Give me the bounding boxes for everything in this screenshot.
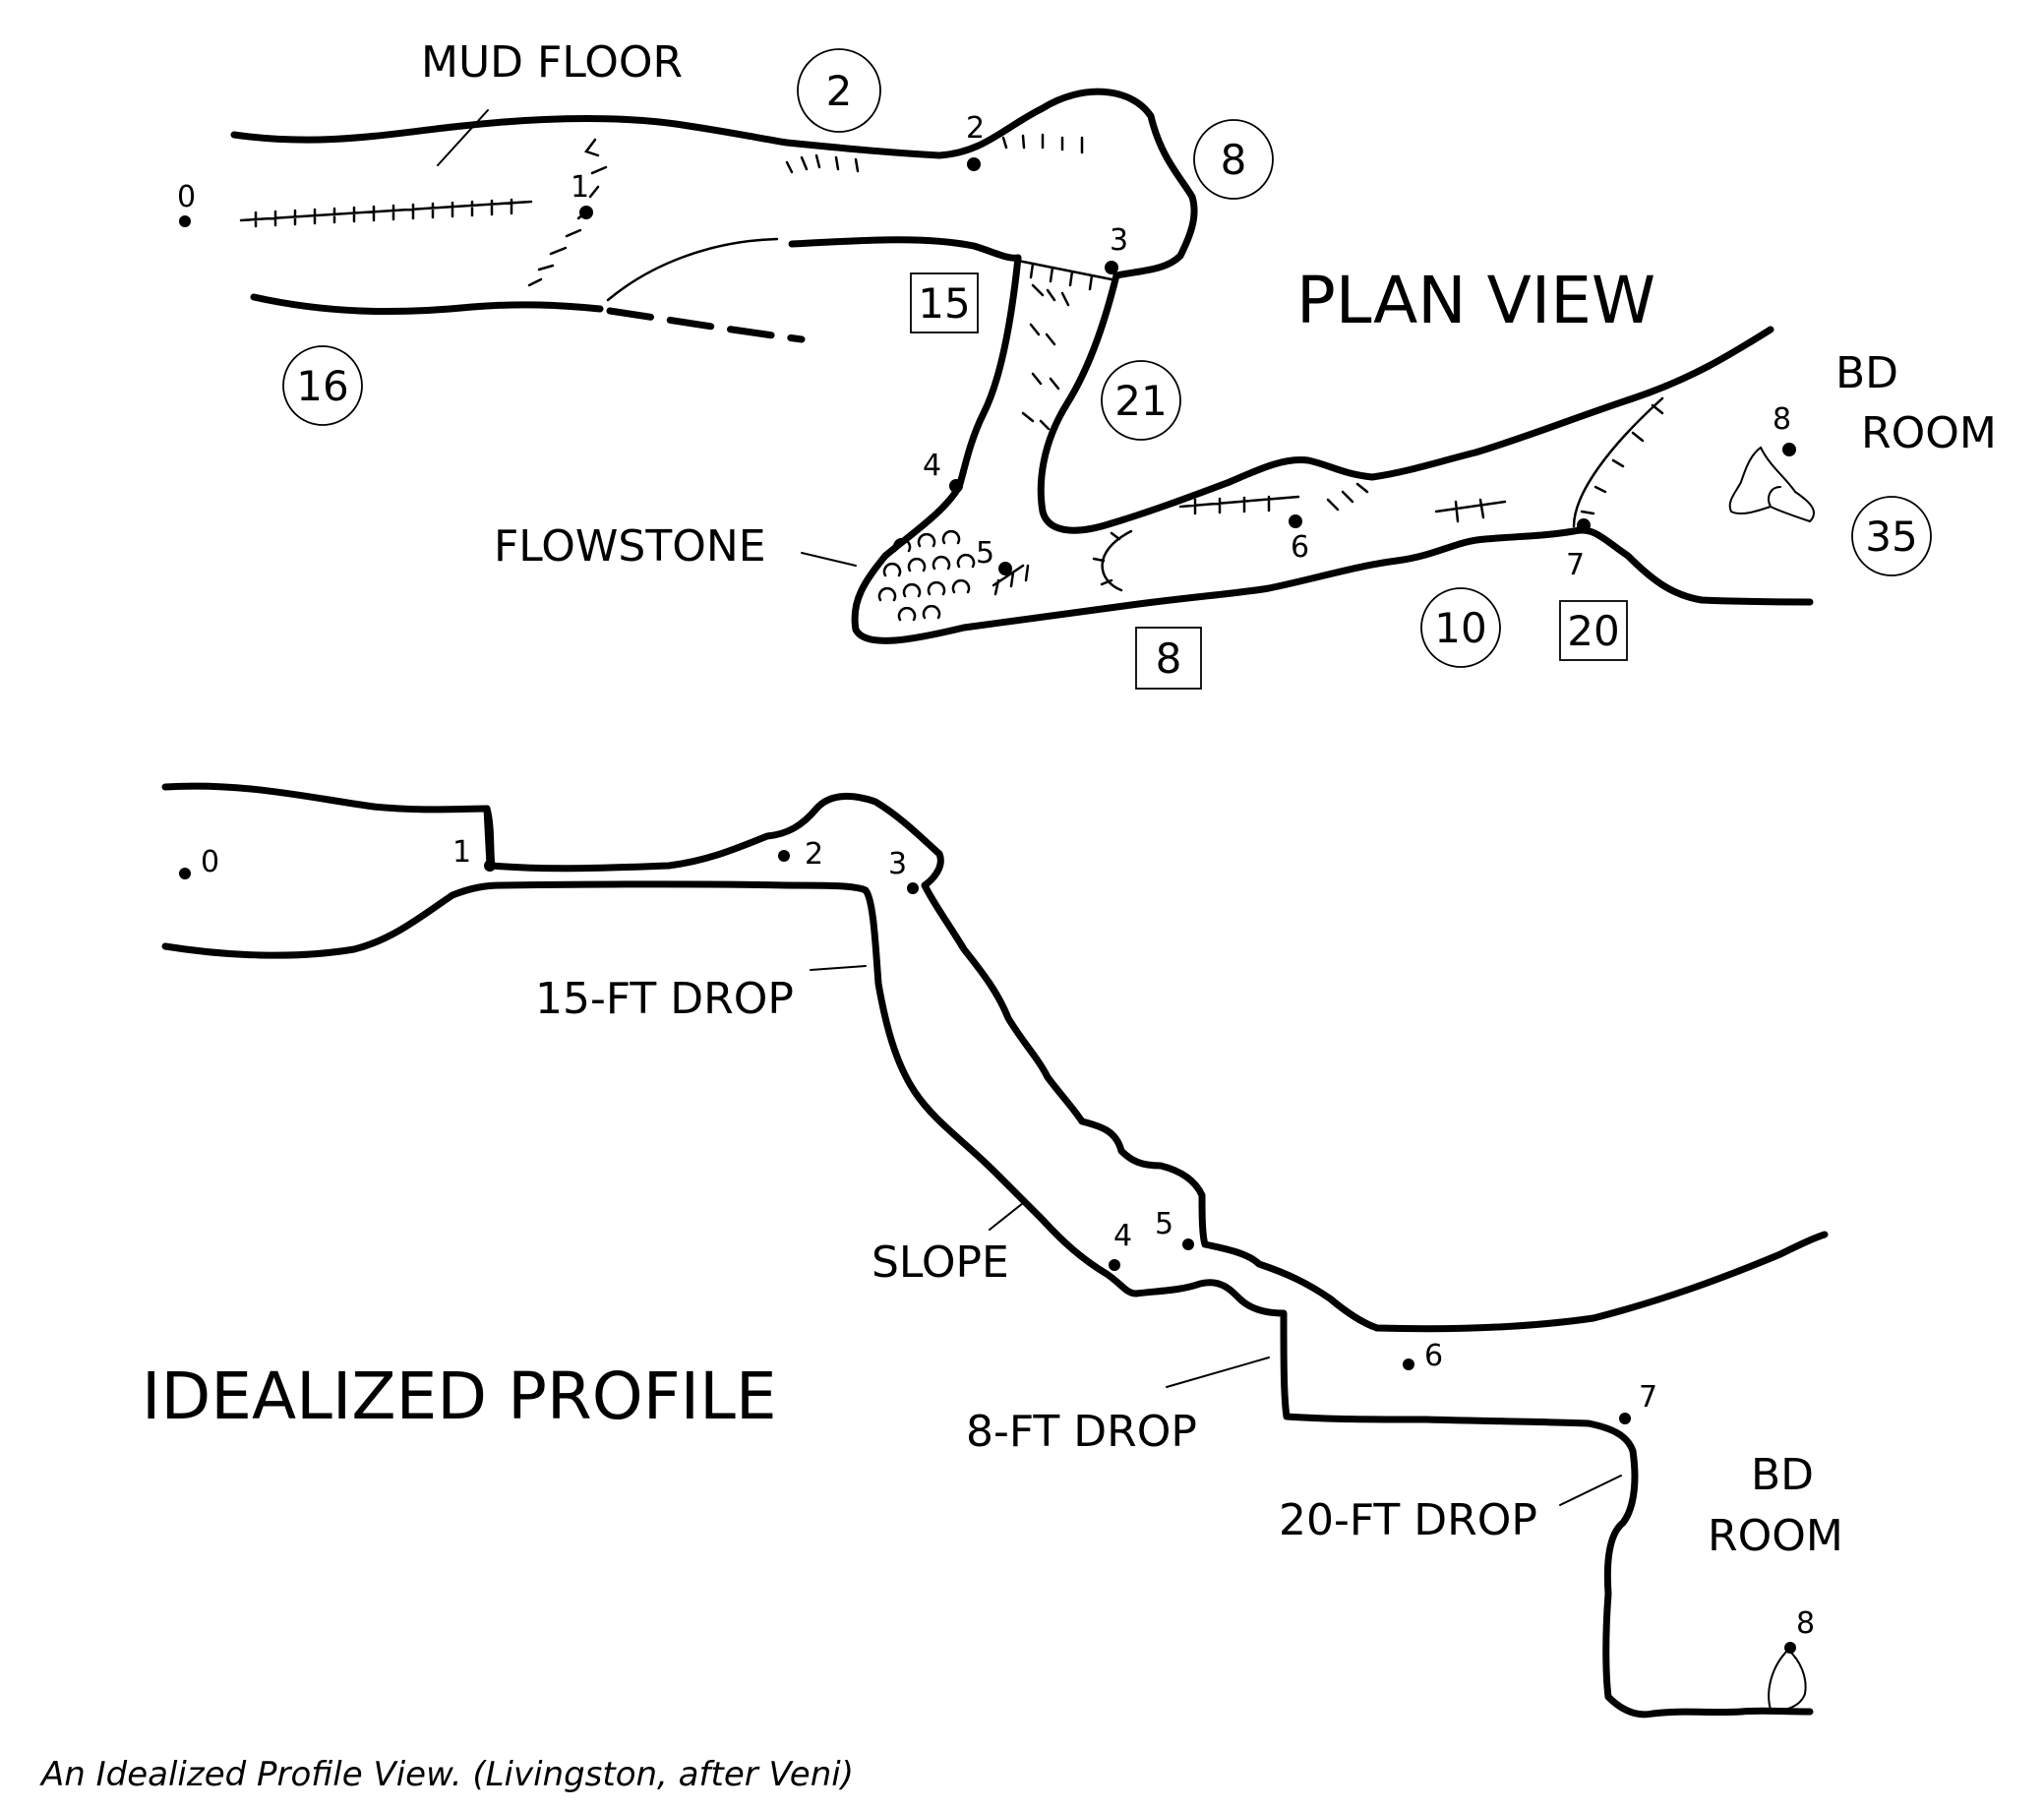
plan-station-label-2: 2 [966, 111, 985, 146]
plan-circle-8 [1193, 119, 1274, 200]
plan-south-wall [250, 293, 604, 316]
profile-slope-label: SLOPE [872, 1238, 1009, 1288]
plan-view: MUD FLOOR PLAN VIEW FLOWSTONE BD ROOM 2 … [177, 37, 1997, 690]
plan-station-label-6: 6 [1291, 530, 1309, 565]
plan-shaft-top-hatch [1016, 259, 1118, 291]
profile-station-label-4: 4 [1113, 1219, 1132, 1253]
plan-bd-label: BD [1835, 348, 1898, 398]
profile-20ft-drop-label: 20-FT DROP [1279, 1495, 1537, 1545]
plan-circle-21-label: 21 [1114, 377, 1167, 425]
profile-station-label-5: 5 [1155, 1207, 1173, 1241]
plan-circle-2-label: 2 [826, 67, 853, 115]
profile-station-label-3: 3 [888, 847, 907, 881]
profile-bd-rock [1768, 1648, 1807, 1712]
profile-station-dot-2 [778, 850, 790, 862]
profile-8ft-drop-label: 8-FT DROP [966, 1407, 1197, 1457]
plan-flowstone-label: FLOWSTONE [494, 521, 766, 572]
plan-shaft-right-wall [1037, 272, 1774, 534]
plan-circle-10-label: 10 [1434, 604, 1486, 652]
plan-bd-rock [1728, 446, 1815, 523]
plan-station-label-1: 1 [571, 170, 589, 205]
plan-box-8-label: 8 [1156, 634, 1182, 683]
plan-leader-flowstone [801, 552, 857, 567]
plan-station-label-3: 3 [1110, 223, 1128, 258]
profile-room-label: ROOM [1708, 1511, 1843, 1561]
plan-hatch-row [239, 198, 533, 228]
figure-caption: An Idealized Profile View. (Livingston, … [41, 1755, 854, 1794]
profile-leader-8ft-drop [1166, 1357, 1270, 1388]
profile-station-dot-1 [484, 860, 496, 872]
plan-station-label-5: 5 [976, 536, 994, 571]
plan-station-dot-4 [949, 479, 963, 493]
profile-leader-20ft-drop [1559, 1475, 1622, 1506]
profile-station-dot-4 [1109, 1259, 1120, 1271]
plan-station-label-8: 8 [1773, 402, 1791, 437]
plan-station-dot-7 [1577, 518, 1591, 532]
profile-step-1 [483, 805, 494, 870]
profile-leader-15ft-drop [810, 965, 867, 971]
plan-right-arc-hatch [1572, 396, 1664, 528]
profile-15ft-drop-label: 15-FT DROP [535, 974, 794, 1024]
profile-bd-label: BD [1751, 1450, 1814, 1500]
plan-circle-16-label: 16 [296, 362, 348, 410]
plan-circle-8-label: 8 [1221, 136, 1247, 184]
plan-station-dot-3 [1105, 261, 1118, 274]
plan-station-label-0: 0 [177, 180, 196, 214]
profile-station-dot-0 [179, 868, 191, 879]
plan-station-dot-2 [967, 157, 981, 171]
plan-cross-hatch [1434, 498, 1507, 523]
plan-view-title: PLAN VIEW [1296, 263, 1655, 338]
plan-circle-21 [1101, 360, 1181, 441]
profile-station-dot-5 [1182, 1238, 1194, 1250]
profile-station-label-2: 2 [805, 837, 823, 872]
plan-circle-35 [1851, 496, 1932, 576]
profile-leader-slope [989, 1202, 1024, 1231]
plan-box-8 [1135, 627, 1202, 690]
plan-station-dot-5 [998, 562, 1012, 575]
plan-room-label: ROOM [1861, 408, 1997, 458]
profile-station-dot-6 [1403, 1358, 1414, 1370]
plan-box-15-label: 15 [918, 279, 970, 328]
profile-station-dot-8 [1784, 1642, 1796, 1654]
plan-ledge-hatch [1178, 482, 1369, 515]
plan-north-wall [230, 88, 1198, 279]
profile-title: IDEALIZED PROFILE [142, 1358, 777, 1434]
plan-south-wall-dashed [606, 307, 806, 343]
plan-flowstone-marks [877, 529, 976, 622]
plan-station-dot-0 [179, 215, 191, 227]
plan-circle-16 [282, 345, 363, 426]
plan-station-dot-1 [579, 206, 593, 219]
plan-left-arc-hatch [1092, 529, 1133, 592]
plan-circle-10 [1420, 587, 1501, 668]
plan-station-dot-8 [1782, 443, 1796, 456]
profile-station-label-6: 6 [1424, 1339, 1443, 1373]
profile-ceiling-wall [161, 782, 1829, 1333]
plan-slope-marks [785, 133, 1084, 431]
plan-arc-hatch [606, 237, 779, 302]
plan-station-5-ticks [992, 564, 1030, 596]
plan-circle-35-label: 35 [1865, 513, 1917, 561]
plan-station-label-7: 7 [1566, 548, 1585, 582]
plan-mud-floor-label: MUD FLOOR [421, 37, 683, 88]
plan-leader-mud-floor [437, 109, 489, 166]
plan-box-20 [1559, 600, 1628, 661]
profile-view: 15-FT DROP SLOPE IDEALIZED PROFILE 8-FT … [142, 782, 1843, 1719]
plan-inner-wall [788, 236, 1022, 262]
profile-station-dot-7 [1619, 1413, 1631, 1424]
plan-box-20-label: 20 [1567, 607, 1619, 655]
plan-shaft-left-wall [851, 254, 1814, 644]
profile-station-label-8: 8 [1796, 1606, 1815, 1641]
plan-circle-2 [797, 48, 881, 133]
plan-station-label-4: 4 [923, 449, 941, 483]
profile-floor-wall [161, 880, 1814, 1719]
plan-box-15 [910, 272, 979, 333]
profile-station-label-0: 0 [201, 845, 219, 879]
plan-step-ticks [527, 138, 608, 287]
plan-station-dot-6 [1289, 514, 1302, 528]
profile-station-label-1: 1 [452, 835, 471, 870]
profile-station-dot-3 [907, 882, 919, 894]
profile-station-label-7: 7 [1639, 1380, 1657, 1415]
